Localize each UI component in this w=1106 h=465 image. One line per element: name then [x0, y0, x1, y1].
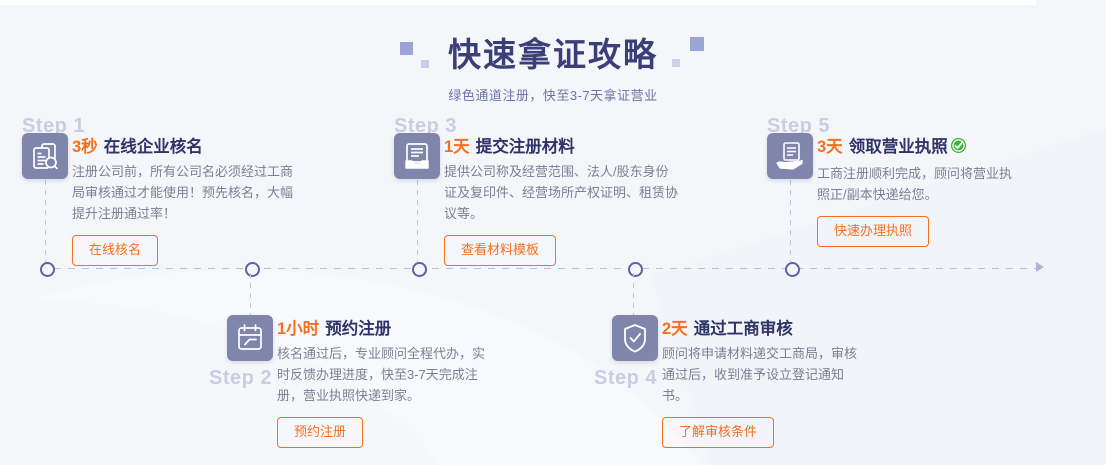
step-duration-1: 3秒: [72, 138, 98, 156]
step-label-5: Step 5: [767, 115, 831, 137]
step-body-2: 1小时预约注册 核名通过后，专业顾问全程代办，实时反馈办理进度，快至3-7天完成…: [277, 319, 492, 448]
step-label-4: Step 4: [594, 367, 658, 389]
timeline-node-step-5: [785, 262, 800, 277]
step-button-5[interactable]: 快速办理执照: [817, 216, 930, 247]
calendar-icon: [227, 315, 273, 361]
page-title: 快速拿证攻略: [448, 36, 658, 73]
step-description-3: 提供公司称及经营范围、法人/股东身份证及复印件、经营场所产权证明、租赁协议等。: [444, 164, 679, 221]
step-name-2: 预约注册: [325, 320, 392, 338]
step-duration-3: 1天: [444, 138, 470, 156]
step-description-4: 顾问将申请材料递交工商局，审核通过后，收到准予设立登记通知书。: [662, 346, 858, 403]
step-description-1: 注册公司前，所有公司名必须经过工商局审核通过才能使用！预先核名，大幅提升注册通过…: [72, 164, 294, 221]
top-white-strip: [0, 0, 1036, 5]
shield-check-icon: [612, 315, 658, 361]
timeline-node-step-3: [412, 262, 427, 277]
step-duration-4: 2天: [662, 320, 688, 338]
step-label-1: Step 1: [22, 115, 86, 137]
step-body-3: 1天提交注册材料 提供公司称及经营范围、法人/股东身份证及复印件、经营场所产权证…: [444, 137, 679, 266]
check-badge-icon: [950, 137, 967, 159]
step-heading-1: 3秒在线企业核名: [72, 137, 302, 157]
decorative-square-right-large: [690, 37, 704, 51]
timeline-node-step-4: [628, 262, 643, 277]
step-heading-2: 1小时预约注册: [277, 319, 492, 339]
step-heading-5: 3天领取营业执照: [817, 137, 1022, 159]
step-heading-3: 1天提交注册材料: [444, 137, 679, 157]
timeline-connector-step-1: [45, 180, 46, 262]
step-description-2: 核名通过后，专业顾问全程代办，实时反馈办理进度，快至3-7天完成注册，营业执照快…: [277, 346, 486, 403]
hand-license-icon: [767, 133, 813, 179]
timeline-axis: [40, 267, 1040, 269]
step-body-5: 3天领取营业执照 工商注册顺利完成，顾问将营业执照正/副本快递给您。 快速办理执…: [817, 137, 1022, 247]
timeline-connector-step-3: [417, 180, 418, 262]
step-name-5: 领取营业执照: [848, 138, 948, 156]
step-name-3: 提交注册材料: [475, 138, 575, 156]
header: 快速拿证攻略 绿色通道注册，快至3-7天拿证营业: [0, 32, 1106, 104]
timeline-node-step-1: [40, 262, 55, 277]
page-subtitle: 绿色通道注册，快至3-7天拿证营业: [448, 88, 658, 103]
step-body-1: 3秒在线企业核名 注册公司前，所有公司名必须经过工商局审核通过才能使用！预先核名…: [72, 137, 302, 266]
document-search-icon: [22, 133, 68, 179]
step-body-4: 2天通过工商审核 顾问将申请材料递交工商局，审核通过后，收到准予设立登记通知书。…: [662, 319, 867, 448]
submit-document-icon: [394, 133, 440, 179]
step-name-4: 通过工商审核: [693, 320, 793, 338]
title-row: 快速拿证攻略: [400, 32, 704, 78]
step-button-4[interactable]: 了解审核条件: [662, 417, 775, 448]
step-duration-2: 1小时: [277, 320, 320, 338]
step-button-2[interactable]: 预约注册: [277, 417, 364, 448]
timeline-node-step-2: [245, 262, 260, 277]
step-description-5: 工商注册顺利完成，顾问将营业执照正/副本快递给您。: [817, 166, 1013, 202]
timeline-connector-step-5: [790, 180, 791, 262]
step-label-2: Step 2: [209, 367, 273, 389]
timeline-axis-arrow-icon: [1036, 262, 1044, 272]
timeline-connector-step-2: [250, 273, 251, 321]
timeline-connector-step-4: [633, 273, 634, 321]
decorative-square-left-small: [421, 60, 429, 68]
step-label-3: Step 3: [394, 115, 458, 137]
step-button-3[interactable]: 查看材料模板: [444, 235, 557, 266]
step-name-1: 在线企业核名: [103, 138, 203, 156]
step-button-1[interactable]: 在线核名: [72, 235, 159, 266]
decorative-square-left-large: [400, 42, 413, 55]
step-duration-5: 3天: [817, 138, 843, 156]
step-heading-4: 2天通过工商审核: [662, 319, 867, 339]
decorative-square-right-small: [672, 59, 680, 67]
